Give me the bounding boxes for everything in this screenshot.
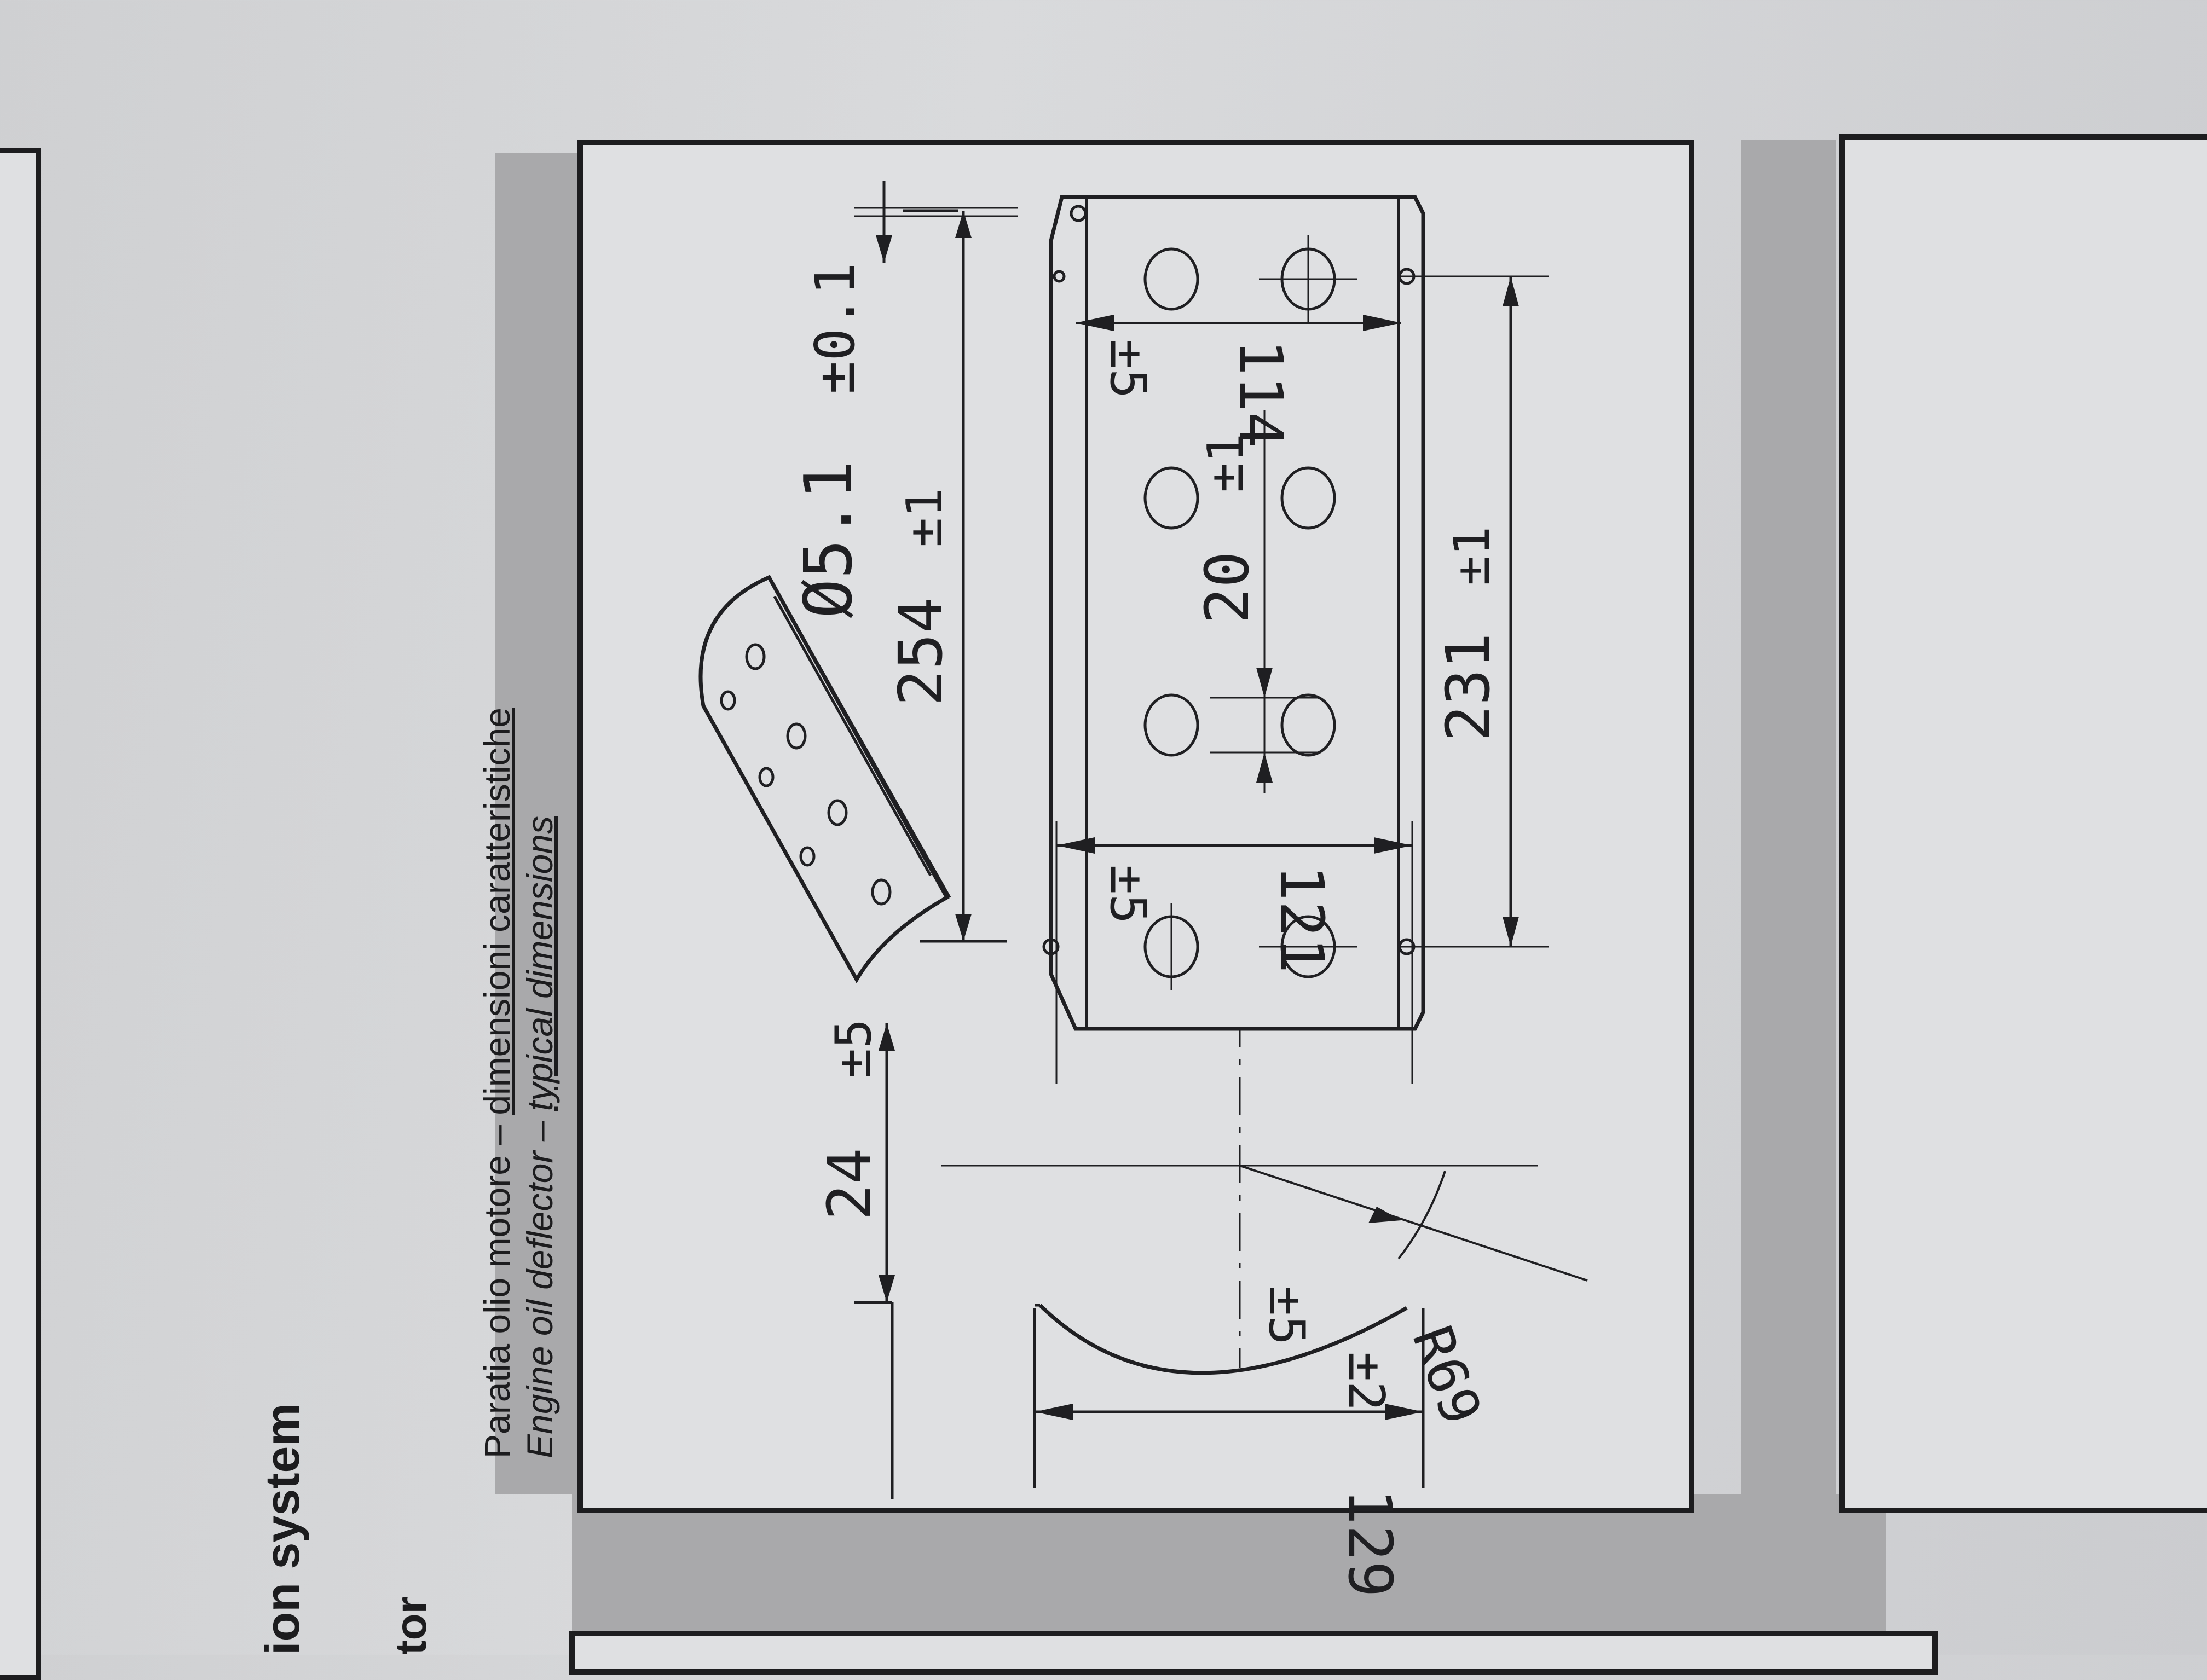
dim-114-tol: ±5: [1099, 339, 1157, 398]
dim-24-tol: ±5: [825, 1019, 882, 1078]
isometric-view: [698, 575, 951, 984]
dim-231-value: 231: [1433, 633, 1503, 741]
flat-plate-view: [1042, 195, 1549, 1084]
profile-view: [854, 941, 1588, 1499]
dim-r69-tol: ±5: [1258, 1286, 1315, 1345]
dim-20-tol: ±1: [1197, 433, 1255, 493]
dimension-labels: 129 ±2 R69 ±5 24 ±5 254 ±1 Ø5.1 ±0.1 231…: [791, 262, 1503, 1597]
dim-hole-tol: ±0.1: [803, 262, 867, 394]
gray-band-right: [1741, 140, 1836, 1508]
dim-254-value: 254: [886, 597, 956, 706]
dim-129-tol: ±2: [1337, 1352, 1395, 1411]
dim-20-value: 20: [1192, 552, 1262, 624]
dim-231-tol: ±1: [1443, 526, 1501, 586]
dim-121-tol: ±5: [1099, 865, 1157, 924]
dim-24-value: 24: [814, 1148, 885, 1220]
dim-hole-value: Ø5.1: [791, 460, 867, 618]
dim-254-lines: [854, 181, 1018, 943]
dim-114-value: 114: [1226, 339, 1296, 448]
dim-r69-value: R69: [1400, 1318, 1494, 1433]
left-page-frame: [0, 148, 41, 1680]
dim-121-value: 121: [1267, 865, 1337, 974]
dim-129-value: 129: [1335, 1488, 1405, 1597]
dim-254-tol: ±1: [896, 488, 954, 547]
gray-band-caption: [495, 153, 586, 1494]
right-page-frame: [1839, 134, 2207, 1513]
